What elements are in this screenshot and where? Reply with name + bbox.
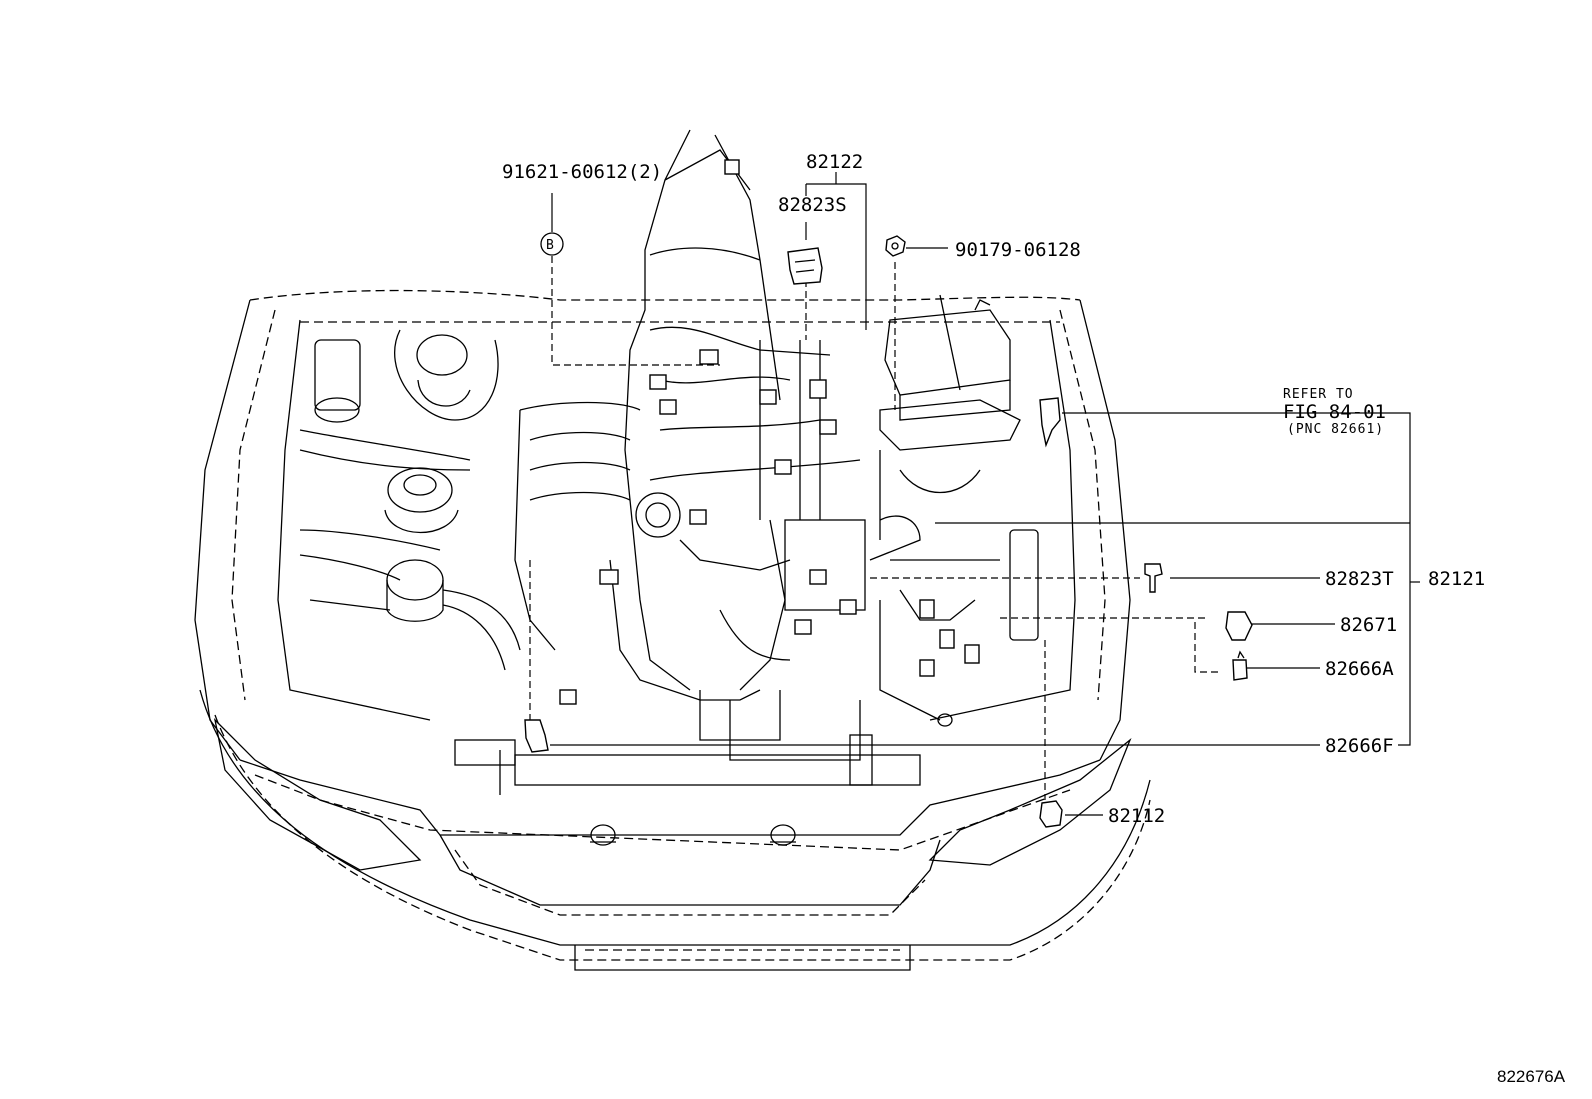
callout-circle-b [540, 232, 564, 256]
label-82112: 82112 [1108, 805, 1165, 827]
label-82122: 82122 [806, 151, 863, 173]
clip-82823s-icon [787, 247, 823, 285]
label-refer-line1: REFER TO [1283, 387, 1354, 402]
fuse-82112-icon [1039, 800, 1063, 828]
vehicle-body-outline [194, 289, 1151, 971]
cap-82671-icon [1225, 611, 1253, 641]
engine-air-intake [454, 129, 921, 795]
connector-82666a-icon [1232, 659, 1248, 681]
label-82666a: 82666A [1325, 658, 1394, 680]
label-refer-line2: FIG 84-01 [1283, 401, 1386, 423]
leader-lines [529, 172, 1420, 816]
left-engine-bay-components [299, 329, 521, 671]
connector-82661-icon [1039, 397, 1061, 448]
label-82666f: 82666F [1325, 735, 1394, 757]
label-refer-line3: (PNC 82661) [1287, 422, 1384, 437]
connector-82666f-icon [524, 719, 549, 753]
label-82121: 82121 [1428, 568, 1485, 590]
label-90179: 90179-06128 [955, 239, 1081, 261]
part-labels: 91621-60612(2) 82122 82823S 90179-06128 … [502, 151, 1566, 1086]
nut-90179-icon [885, 235, 906, 257]
label-82823s: 82823S [778, 194, 847, 216]
label-82823t: 82823T [1325, 568, 1394, 590]
label-91621: 91621-60612(2) [502, 161, 662, 183]
part-icons: B [524, 232, 1253, 828]
clip-82823t-icon [1144, 563, 1163, 593]
label-82671: 82671 [1340, 614, 1397, 636]
figure-number: 822676A [1497, 1067, 1566, 1086]
callout-b-text: B [546, 238, 555, 253]
right-engine-bay-components [879, 294, 1039, 727]
